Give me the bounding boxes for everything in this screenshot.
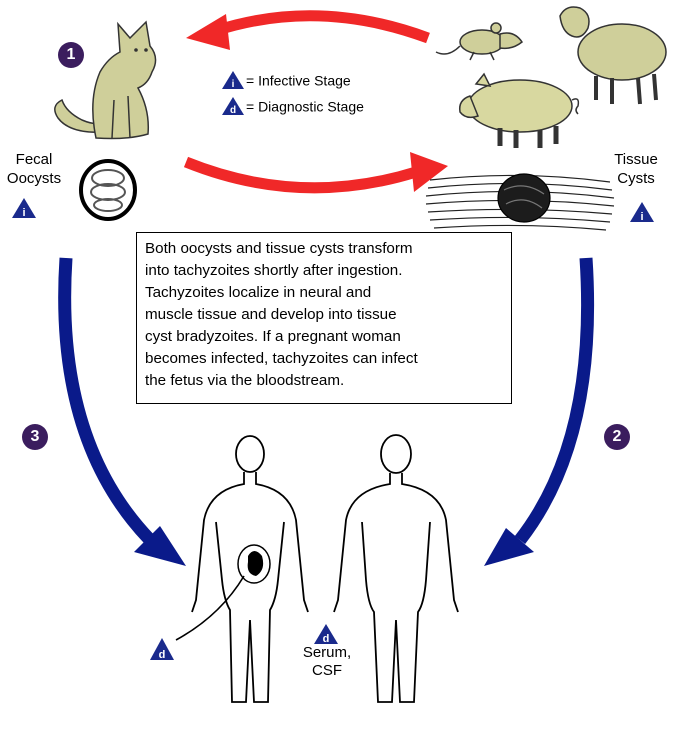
serum-label-line1: Serum,	[302, 644, 352, 661]
fecal-infective-badge: i	[12, 198, 36, 219]
legend-infective: i = Infective Stage	[222, 70, 351, 90]
oocyst-illustration	[79, 159, 137, 221]
blue-arrow-right	[484, 257, 595, 566]
sheep-illustration	[559, 6, 667, 105]
serum-csf-label: Serum, CSF	[296, 644, 358, 680]
tissue-cyst-illustration	[425, 173, 615, 231]
svg-text:i: i	[232, 79, 235, 89]
cat-illustration	[54, 20, 157, 140]
fecal-label-line2: Oocysts	[6, 170, 62, 187]
description-line: cyst bradyzoites. If a pregnant woman	[145, 328, 401, 345]
svg-text:d: d	[230, 105, 236, 115]
description-box: Both oocysts and tissue cysts transform …	[136, 232, 512, 404]
legend-diagnostic-text: = Diagnostic Stage	[246, 98, 364, 115]
infective-triangle-icon: i	[222, 71, 244, 90]
human-figure-female	[191, 435, 309, 703]
legend-diagnostic: d = Diagnostic Stage	[222, 96, 364, 116]
step-2-marker: 2	[604, 424, 630, 450]
svg-text:d: d	[159, 649, 166, 661]
serum-label-line2: CSF	[312, 662, 342, 679]
description-line: becomes infected, tachyzoites can infect	[145, 350, 418, 367]
step-3-marker: 3	[22, 424, 48, 450]
tissue-label-line1: Tissue	[614, 151, 658, 168]
svg-text:d: d	[323, 633, 330, 645]
step-1-marker: 1	[58, 42, 84, 68]
fetus-diagnostic-badge: d	[150, 638, 174, 661]
fecal-oocysts-label: Fecal Oocysts	[4, 150, 64, 188]
description-line: the fetus via the bloodstream.	[145, 372, 345, 389]
tissue-label-line2: Cysts	[617, 170, 655, 187]
rat-illustration	[435, 22, 524, 61]
fetus-icon	[237, 544, 271, 584]
serum-diagnostic-badge: d	[314, 624, 338, 645]
tissue-infective-badge: i	[630, 202, 654, 223]
svg-text:i: i	[640, 211, 643, 223]
svg-text:i: i	[22, 207, 25, 219]
tissue-cysts-label: Tissue Cysts	[604, 150, 668, 188]
legend-infective-text: = Infective Stage	[246, 72, 351, 89]
pig-illustration	[458, 72, 580, 148]
red-arrow-top	[186, 10, 430, 50]
fetus-pointer-line	[175, 575, 245, 641]
blue-arrow-left	[58, 257, 186, 566]
red-arrow-bottom	[183, 152, 448, 194]
description-line: Both oocysts and tissue cysts transform	[145, 240, 413, 257]
description-line: into tachyzoites shortly after ingestion…	[145, 262, 403, 279]
description-line: muscle tissue and develop into tissue	[145, 306, 397, 323]
description-line: Tachyzoites localize in neural and	[145, 284, 372, 301]
fecal-label-line1: Fecal	[15, 151, 53, 168]
diagnostic-triangle-icon: d	[222, 97, 244, 116]
human-figure-male	[333, 434, 459, 703]
